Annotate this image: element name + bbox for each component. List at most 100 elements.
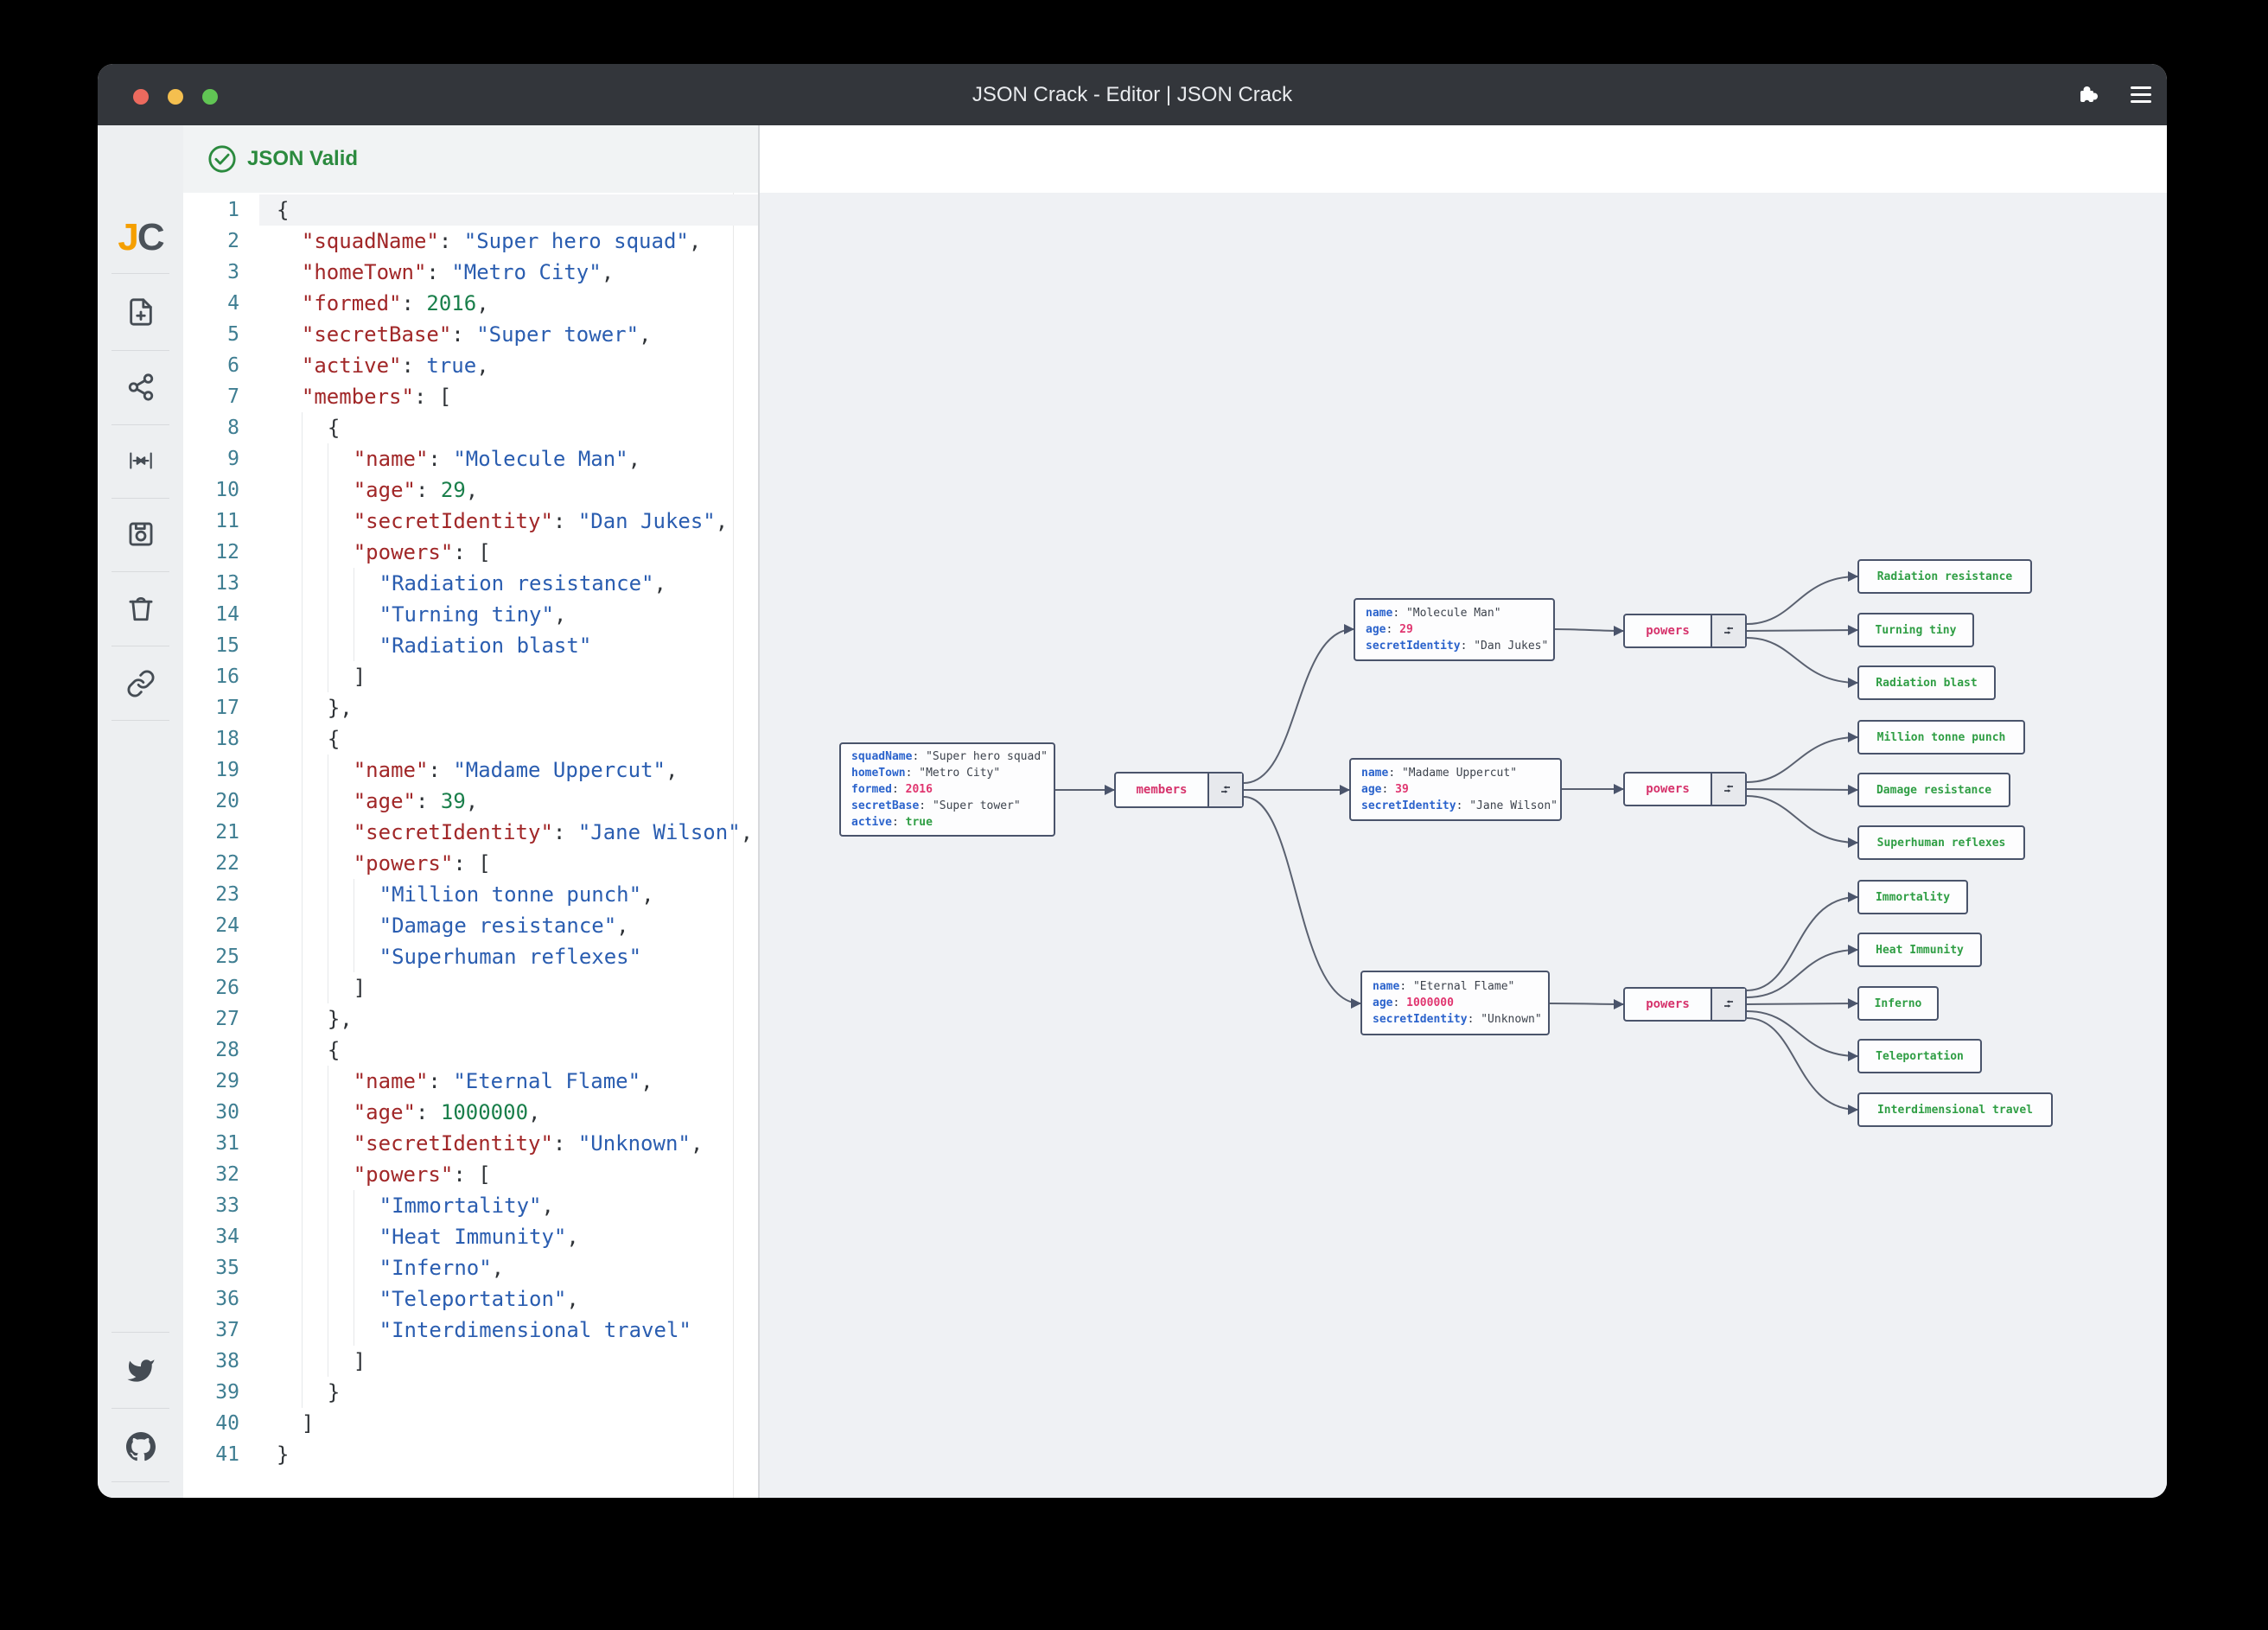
graph-view-button[interactable] — [98, 372, 183, 402]
minimize-window-button[interactable] — [168, 89, 183, 105]
file-plus-icon — [129, 298, 152, 326]
line-content: "secretIdentity": "Unknown", — [277, 1128, 703, 1159]
code-line[interactable]: 14 "Turning tiny", — [183, 599, 758, 630]
panel-divider[interactable] — [758, 125, 760, 1498]
code-line[interactable]: 34 "Heat Immunity", — [183, 1221, 758, 1252]
line-content: "Radiation blast" — [277, 630, 591, 661]
code-line[interactable]: 17 }, — [183, 692, 758, 723]
code-line[interactable]: 16 ] — [183, 661, 758, 692]
graph-leaf-node[interactable]: Radiation blast — [1857, 665, 1996, 700]
graph-node-powers-1[interactable]: powers — [1623, 614, 1747, 648]
graph-node-powers-3[interactable]: powers — [1623, 987, 1747, 1022]
code-line[interactable]: 31 "secretIdentity": "Unknown", — [183, 1128, 758, 1159]
graph-node-members[interactable]: members — [1114, 772, 1244, 808]
line-number: 22 — [215, 852, 239, 875]
collapse-node-icon — [1221, 786, 1230, 793]
graph-leaf-node[interactable]: Turning tiny — [1857, 613, 1974, 647]
graph-leaf-node[interactable]: Damage resistance — [1857, 773, 2010, 807]
code-line[interactable]: 1{ — [183, 194, 758, 226]
json-editor[interactable]: 1{2 "squadName": "Super hero squad",3 "h… — [183, 193, 758, 1498]
menu-hamburger-icon[interactable] — [2131, 82, 2151, 107]
collapse-node-icon — [1724, 1000, 1733, 1008]
code-line[interactable]: 21 "secretIdentity": "Jane Wilson", — [183, 817, 758, 848]
graph-leaf-node[interactable]: Million tonne punch — [1857, 720, 2025, 755]
line-number: 7 — [227, 385, 239, 408]
zoom-window-button[interactable] — [202, 89, 218, 105]
code-line[interactable]: 4 "formed": 2016, — [183, 288, 758, 319]
graph-node-root[interactable]: squadName: "Super hero squad"homeTown: "… — [839, 742, 1055, 837]
code-line[interactable]: 22 "powers": [ — [183, 848, 758, 879]
graph-leaf-node[interactable]: Teleportation — [1857, 1039, 1982, 1073]
graph-leaf-node[interactable]: Superhuman reflexes — [1857, 825, 2025, 860]
graph-leaf-node[interactable]: Inferno — [1857, 986, 1939, 1021]
node-row: secretIdentity: "Jane Wilson" — [1361, 799, 1558, 812]
code-line[interactable]: 26 ] — [183, 972, 758, 1003]
code-line[interactable]: 27 }, — [183, 1003, 758, 1035]
graph-leaf-node[interactable]: Immortality — [1857, 880, 1968, 914]
code-line[interactable]: 29 "name": "Eternal Flame", — [183, 1066, 758, 1097]
code-line[interactable]: 13 "Radiation resistance", — [183, 568, 758, 599]
code-line[interactable]: 40 ] — [183, 1408, 758, 1439]
graph-leaf-node[interactable]: Radiation resistance — [1857, 559, 2032, 594]
code-line[interactable]: 3 "homeTown": "Metro City", — [183, 257, 758, 288]
code-line[interactable]: 7 "members": [ — [183, 381, 758, 412]
code-line[interactable]: 28 { — [183, 1035, 758, 1066]
code-line[interactable]: 24 "Damage resistance", — [183, 910, 758, 941]
graph-leaf-node[interactable]: Heat Immunity — [1857, 933, 1982, 967]
line-content: "Turning tiny", — [277, 599, 566, 630]
code-line[interactable]: 33 "Immortality", — [183, 1190, 758, 1221]
line-content: } — [277, 1377, 340, 1408]
code-line[interactable]: 15 "Radiation blast" — [183, 630, 758, 661]
collapse-node-button[interactable] — [1711, 615, 1745, 646]
line-content: "powers": [ — [277, 537, 491, 568]
share-link-button[interactable] — [98, 669, 183, 698]
save-button[interactable] — [98, 519, 183, 549]
graph-leaf-node[interactable]: Interdimensional travel — [1857, 1092, 2053, 1127]
code-line[interactable]: 19 "name": "Madame Uppercut", — [183, 755, 758, 786]
github-button[interactable] — [98, 1432, 183, 1461]
code-line[interactable]: 20 "age": 39, — [183, 786, 758, 817]
code-line[interactable]: 8 { — [183, 412, 758, 443]
code-line[interactable]: 41} — [183, 1439, 758, 1470]
code-line[interactable]: 12 "powers": [ — [183, 537, 758, 568]
code-line[interactable]: 36 "Teleportation", — [183, 1283, 758, 1315]
graph-node-powers-2[interactable]: powers — [1623, 772, 1747, 806]
code-line[interactable]: 2 "squadName": "Super hero squad", — [183, 226, 758, 257]
code-line[interactable]: 30 "age": 1000000, — [183, 1097, 758, 1128]
collapse-nodes-button[interactable] — [98, 446, 183, 475]
twitter-button[interactable] — [98, 1356, 183, 1385]
code-line[interactable]: 5 "secretBase": "Super tower", — [183, 319, 758, 350]
code-line[interactable]: 25 "Superhuman reflexes" — [183, 941, 758, 972]
line-content: "formed": 2016, — [301, 291, 489, 315]
code-line[interactable]: 38 ] — [183, 1346, 758, 1377]
editor-scrollbar[interactable] — [733, 193, 734, 1498]
collapse-node-button[interactable] — [1711, 989, 1745, 1020]
code-line[interactable]: 37 "Interdimensional travel" — [183, 1315, 758, 1346]
graph-canvas[interactable]: squadName: "Super hero squad"homeTown: "… — [760, 193, 2167, 1498]
close-window-button[interactable] — [133, 89, 149, 105]
code-line[interactable]: 6 "active": true, — [183, 350, 758, 381]
new-file-button[interactable] — [98, 297, 183, 327]
line-number: 30 — [215, 1101, 239, 1124]
collapse-node-icon — [1724, 627, 1733, 634]
delete-button[interactable] — [98, 594, 183, 623]
code-line[interactable]: 10 "age": 29, — [183, 474, 758, 506]
code-line[interactable]: 9 "name": "Molecule Man", — [183, 443, 758, 474]
collapse-node-button[interactable] — [1711, 774, 1745, 805]
line-content: "Inferno", — [277, 1252, 504, 1283]
code-line[interactable]: 39 } — [183, 1377, 758, 1408]
code-line[interactable]: 23 "Million tonne punch", — [183, 879, 758, 910]
collapse-node-button[interactable] — [1207, 774, 1242, 806]
code-line[interactable]: 35 "Inferno", — [183, 1252, 758, 1283]
code-line[interactable]: 11 "secretIdentity": "Dan Jukes", — [183, 506, 758, 537]
code-line[interactable]: 32 "powers": [ — [183, 1159, 758, 1190]
extension-puzzle-icon[interactable] — [2074, 81, 2101, 109]
code-line[interactable]: 18 { — [183, 723, 758, 755]
line-number: 35 — [215, 1257, 239, 1279]
